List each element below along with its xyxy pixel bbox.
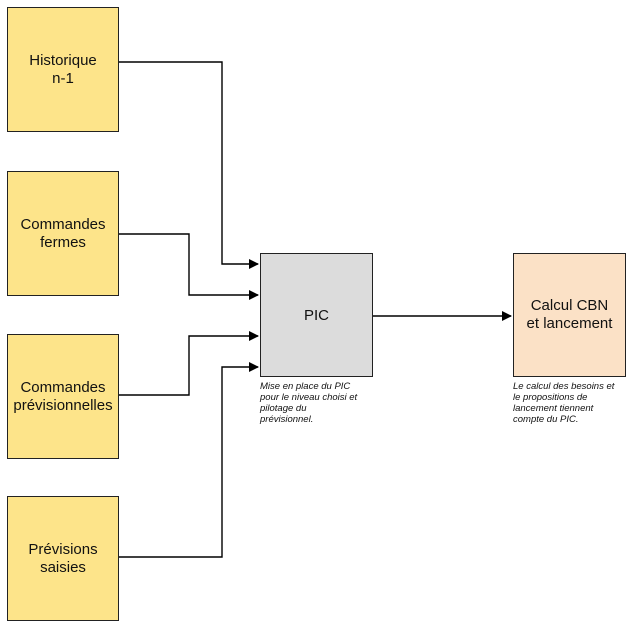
historique-label: Historique n-1 bbox=[29, 51, 97, 87]
connector-previsions-saisies-to-pic bbox=[119, 362, 259, 558]
cbn-note: Le calcul des besoins et le propositions… bbox=[513, 381, 615, 425]
connector-commandes-previsionnelles-to-pic bbox=[119, 331, 259, 396]
previsions-saisies-box: Prévisions saisies bbox=[7, 496, 119, 621]
pic-box: PIC bbox=[260, 253, 373, 377]
commandes-fermes-label: Commandes fermes bbox=[20, 215, 106, 251]
cbn-box: Calcul CBN et lancement bbox=[513, 253, 626, 377]
pic-note: Mise en place du PIC pour le niveau choi… bbox=[260, 381, 358, 425]
historique-box: Historique n-1 bbox=[7, 7, 119, 132]
commandes-fermes-box: Commandes fermes bbox=[7, 171, 119, 296]
connector-commandes-fermes-to-pic bbox=[119, 233, 259, 300]
previsions-saisies-label: Prévisions saisies bbox=[28, 540, 98, 576]
connector-historique-to-pic bbox=[119, 61, 259, 269]
pic-label: PIC bbox=[303, 306, 329, 324]
commandes-previsionnelles-label: Commandes prévisionnelles bbox=[13, 378, 113, 414]
cbn-label: Calcul CBN et lancement bbox=[526, 297, 613, 332]
commandes-previsionnelles-box: Commandes prévisionnelles bbox=[7, 334, 119, 459]
